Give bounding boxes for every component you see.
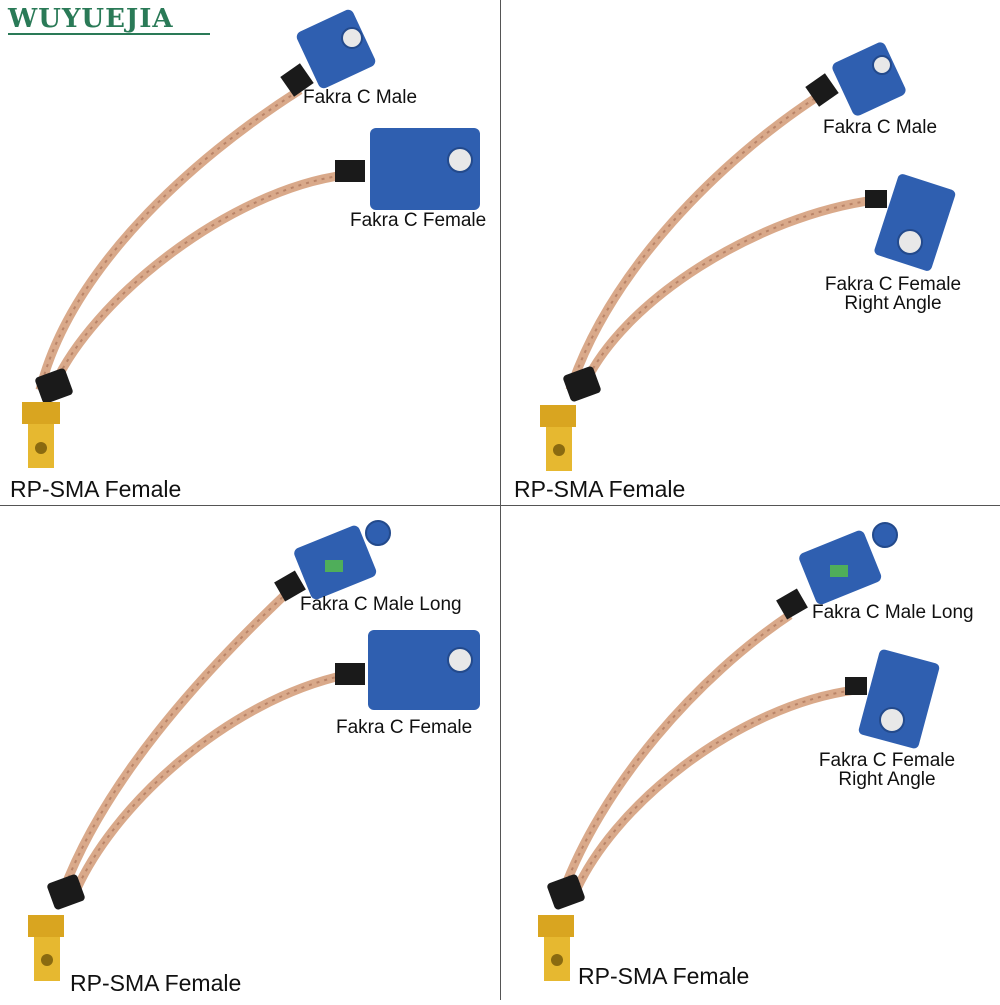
male-connector-label: Fakra C Male bbox=[823, 117, 938, 138]
female-connector-label: Fakra C Female Right Angle bbox=[818, 275, 968, 313]
panel-bottom-right: Fakra C Male Long Fakra C Female Right A… bbox=[500, 505, 1000, 1005]
male-connector-label: Fakra C Male Long bbox=[812, 602, 974, 623]
cable-assembly-illustration bbox=[538, 522, 940, 981]
panel-top-right: Fakra C Male Fakra C Female Right Angle … bbox=[500, 0, 1000, 502]
female-label-line2: Right Angle bbox=[844, 293, 942, 314]
panel-bottom-left: Fakra C Male Long Fakra C Female RP-SMA … bbox=[0, 505, 500, 1005]
sma-connector-label: RP-SMA Female bbox=[70, 970, 242, 996]
female-connector-label: Fakra C Female bbox=[336, 717, 473, 738]
sma-connector-label: RP-SMA Female bbox=[514, 476, 686, 502]
brand-watermark: WUYUEJIA bbox=[8, 4, 174, 34]
divider-vertical bbox=[500, 0, 501, 1000]
female-label-line1: Fakra C Female bbox=[818, 750, 956, 771]
female-label-line2: Right Angle bbox=[838, 769, 936, 790]
divider-horizontal bbox=[0, 505, 1000, 506]
sma-connector-label: RP-SMA Female bbox=[10, 476, 182, 502]
female-connector-label: Fakra C Female Right Angle bbox=[812, 751, 962, 789]
female-connector-label: Fakra C Female bbox=[350, 210, 487, 231]
panel-top-left: Fakra C Male Fakra C Female RP-SMA Femal… bbox=[0, 0, 500, 502]
cable-assembly-illustration bbox=[22, 9, 480, 468]
brand-underline bbox=[8, 33, 210, 35]
male-connector-label: Fakra C Male Long bbox=[300, 594, 462, 615]
male-connector-label: Fakra C Male bbox=[303, 87, 418, 108]
cable-assembly-illustration bbox=[540, 42, 956, 471]
female-label-line1: Fakra C Female bbox=[824, 274, 962, 295]
cable-assembly-illustration bbox=[28, 520, 480, 981]
sma-connector-label: RP-SMA Female bbox=[578, 963, 750, 989]
